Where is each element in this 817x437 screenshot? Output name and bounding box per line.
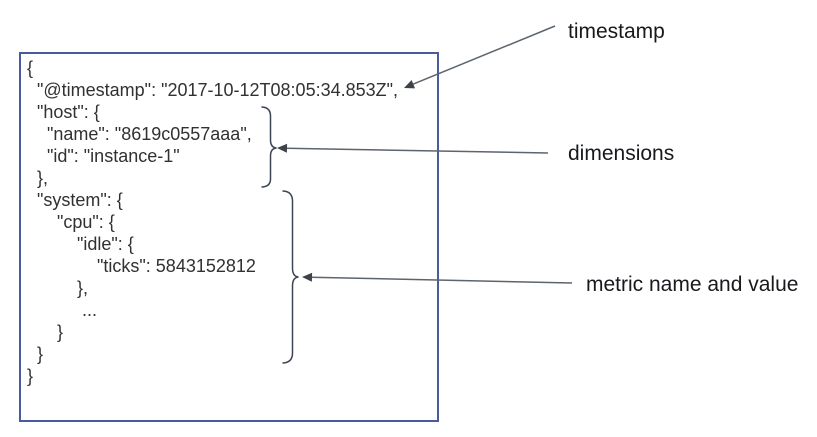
json-line-idle-close: }, xyxy=(27,278,89,298)
event-json-code: { "@timestamp": "2017-10-12T08:05:34.853… xyxy=(21,57,437,387)
json-line: { xyxy=(27,58,34,78)
event-json-box: { "@timestamp": "2017-10-12T08:05:34.853… xyxy=(19,52,439,422)
json-line-host-open: "host": { xyxy=(27,102,100,122)
timestamp-label: timestamp xyxy=(568,20,665,43)
json-line-root-close: } xyxy=(27,366,34,386)
json-line-system-open: "system": { xyxy=(27,190,123,210)
json-line-ticks: "ticks": 5843152812 xyxy=(27,256,256,276)
metric-label: metric name and value xyxy=(586,273,799,296)
json-line-ellipsis: ... xyxy=(27,300,98,320)
json-line-system-close: } xyxy=(27,344,44,364)
json-line-timestamp: "@timestamp": "2017-10-12T08:05:34.853Z"… xyxy=(27,80,399,100)
json-line-cpu-open: "cpu": { xyxy=(27,212,115,232)
json-line-idle-open: "idle": { xyxy=(27,234,134,254)
json-line-cpu-close: } xyxy=(27,322,64,342)
json-line-host-id: "id": "instance-1" xyxy=(27,146,180,166)
dimensions-label: dimensions xyxy=(568,142,675,165)
json-line-host-name: "name": "8619c0557aaa", xyxy=(27,124,252,144)
json-line-host-close: }, xyxy=(27,168,49,188)
